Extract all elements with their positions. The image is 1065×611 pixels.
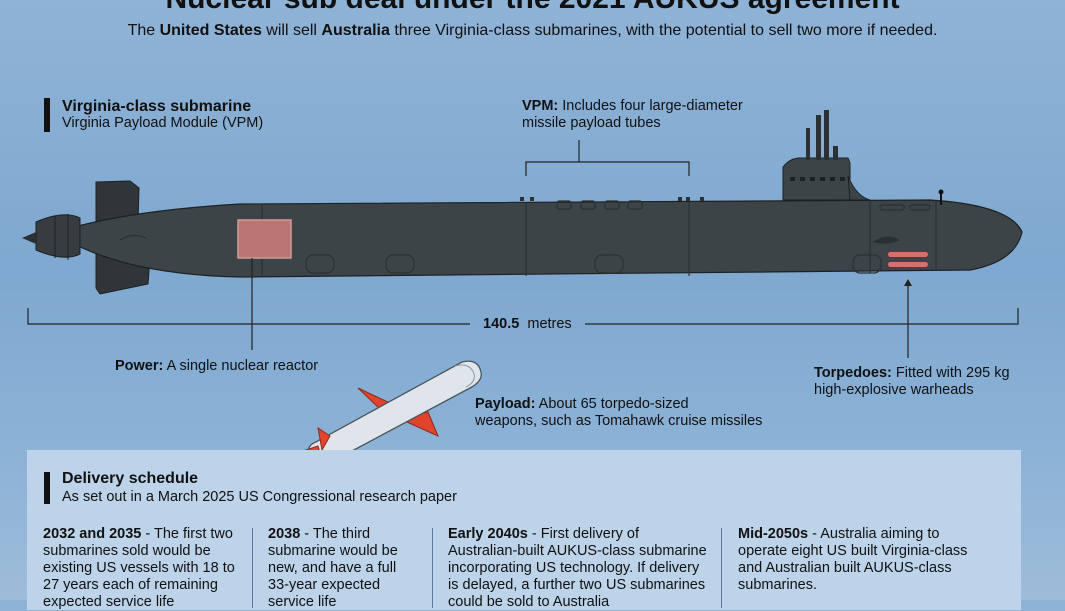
sail	[782, 157, 851, 201]
upper-tail-fin	[95, 180, 140, 223]
reactor-compartment	[237, 219, 292, 259]
mast-4	[833, 146, 838, 160]
schedule-line: could be sold to Australia	[448, 594, 610, 610]
submarine-label: Virginia-class submarine Virginia Payloa…	[62, 98, 263, 132]
schedule-line: 27 years each of remaining	[43, 577, 218, 593]
schedule-line: Australian-built AUKUS-class submarine	[448, 543, 707, 559]
schedule-line: - The first two	[141, 526, 233, 542]
length-label: 140.5 metres	[483, 316, 572, 333]
vpm-label: VPM:	[522, 98, 559, 114]
schedule-line: submarines sold would be	[43, 543, 211, 559]
schedule-line: incorporating US technology. If delivery	[448, 560, 700, 576]
column-divider	[721, 528, 722, 608]
schedule-line: and Australian built AUKUS-class	[738, 560, 952, 576]
vpm-callout: VPM: Includes four large-diameter missil…	[522, 98, 743, 132]
page-title: Nuclear sub deal under the 2021 AUKUS ag…	[0, 0, 1065, 16]
vpm-text-1: Includes four large-diameter	[562, 98, 743, 114]
hull-hatches	[305, 204, 931, 274]
payload-callout: Payload: About 65 torpedo-sized weapons,…	[475, 396, 762, 430]
sail-windows	[790, 177, 845, 181]
schedule-line: service life	[268, 594, 337, 610]
schedule-item-2: 2038 - The third submarine would be new,…	[268, 526, 433, 611]
mast-3	[824, 110, 829, 160]
column-divider	[252, 528, 253, 608]
mast-2	[816, 115, 821, 160]
payload-label: Payload:	[475, 396, 536, 412]
torpedoes-label: Torpedoes:	[814, 365, 892, 381]
subtitle-australia: Australia	[321, 22, 390, 39]
schedule-year: Early 2040s	[448, 526, 528, 542]
power-label: Power:	[115, 358, 164, 374]
schedule-item-1: 2032 and 2035 - The first two submarines…	[43, 526, 248, 611]
payload-text-1: About 65 torpedo-sized	[538, 396, 689, 412]
subtitle-text-1: The	[127, 22, 160, 39]
length-line-right	[585, 308, 1019, 325]
schedule-line: 33-year expected	[268, 577, 381, 593]
length-line-left	[27, 308, 470, 325]
length-value: 140.5	[483, 316, 520, 332]
submarine-name: Virginia-class submarine	[62, 98, 252, 115]
torpedoes-text-1: Fitted with 295 kg	[895, 365, 1010, 381]
schedule-line: - Australia aiming to	[808, 526, 940, 542]
schedule-item-4: Mid-2050s - Australia aiming to operate …	[738, 526, 1008, 594]
vpm-hatches	[556, 200, 643, 210]
submarine-module: Virginia Payload Module (VPM)	[62, 115, 264, 131]
length-unit: metres	[527, 316, 572, 332]
schedule-year: Mid-2050s	[738, 526, 809, 542]
vpm-bracket	[525, 161, 690, 176]
column-divider	[432, 528, 433, 608]
mast-1	[806, 128, 810, 160]
section-marker	[44, 98, 50, 132]
torpedoes	[888, 252, 928, 267]
schedule-marker	[44, 472, 50, 504]
schedule-subtitle: As set out in a March 2025 US Congressio…	[62, 489, 457, 505]
schedule-line: is delayed, a further two US submarines	[448, 577, 706, 593]
power-text: A single nuclear reactor	[166, 358, 319, 374]
schedule-year: 2038	[268, 526, 301, 542]
payload-text-2: weapons, such as Tomahawk cruise missile…	[475, 413, 763, 429]
sail-fairing	[847, 175, 871, 201]
schedule-item-3: Early 2040s - First delivery of Australi…	[448, 526, 713, 611]
vpm-text-2: missile payload tubes	[522, 115, 661, 131]
schedule-title: Delivery schedule	[62, 470, 199, 487]
schedule-line: submarines.	[738, 577, 817, 593]
propulsor	[35, 214, 81, 258]
subtitle-text-3: three Virginia-class submarines, with th…	[389, 22, 938, 39]
torpedoes-text-2: high-explosive warheads	[814, 382, 974, 398]
schedule-line: expected service life	[43, 594, 175, 610]
schedule-line: new, and have a full	[268, 560, 397, 576]
schedule-line: existing US vessels with 18 to	[43, 560, 235, 576]
schedule-year: 2032 and 2035	[43, 526, 142, 542]
schedule-panel	[27, 450, 1021, 610]
subtitle-us: United States	[159, 22, 262, 39]
torpedoes-callout: Torpedoes: Fitted with 295 kg high-explo…	[814, 365, 1010, 399]
schedule-line: - First delivery of	[527, 526, 640, 542]
schedule-line: submarine would be	[268, 543, 398, 559]
subtitle-text-2: will sell	[261, 22, 322, 39]
page-subtitle: The United States will sell Australia th…	[0, 22, 1065, 40]
power-callout: Power: A single nuclear reactor	[115, 358, 318, 375]
propulsor-tip	[22, 232, 36, 244]
bow-plane	[872, 236, 900, 244]
hull	[77, 199, 1023, 278]
schedule-line: - The third	[300, 526, 371, 542]
schedule-line: operate eight US built Virginia-class	[738, 543, 968, 559]
